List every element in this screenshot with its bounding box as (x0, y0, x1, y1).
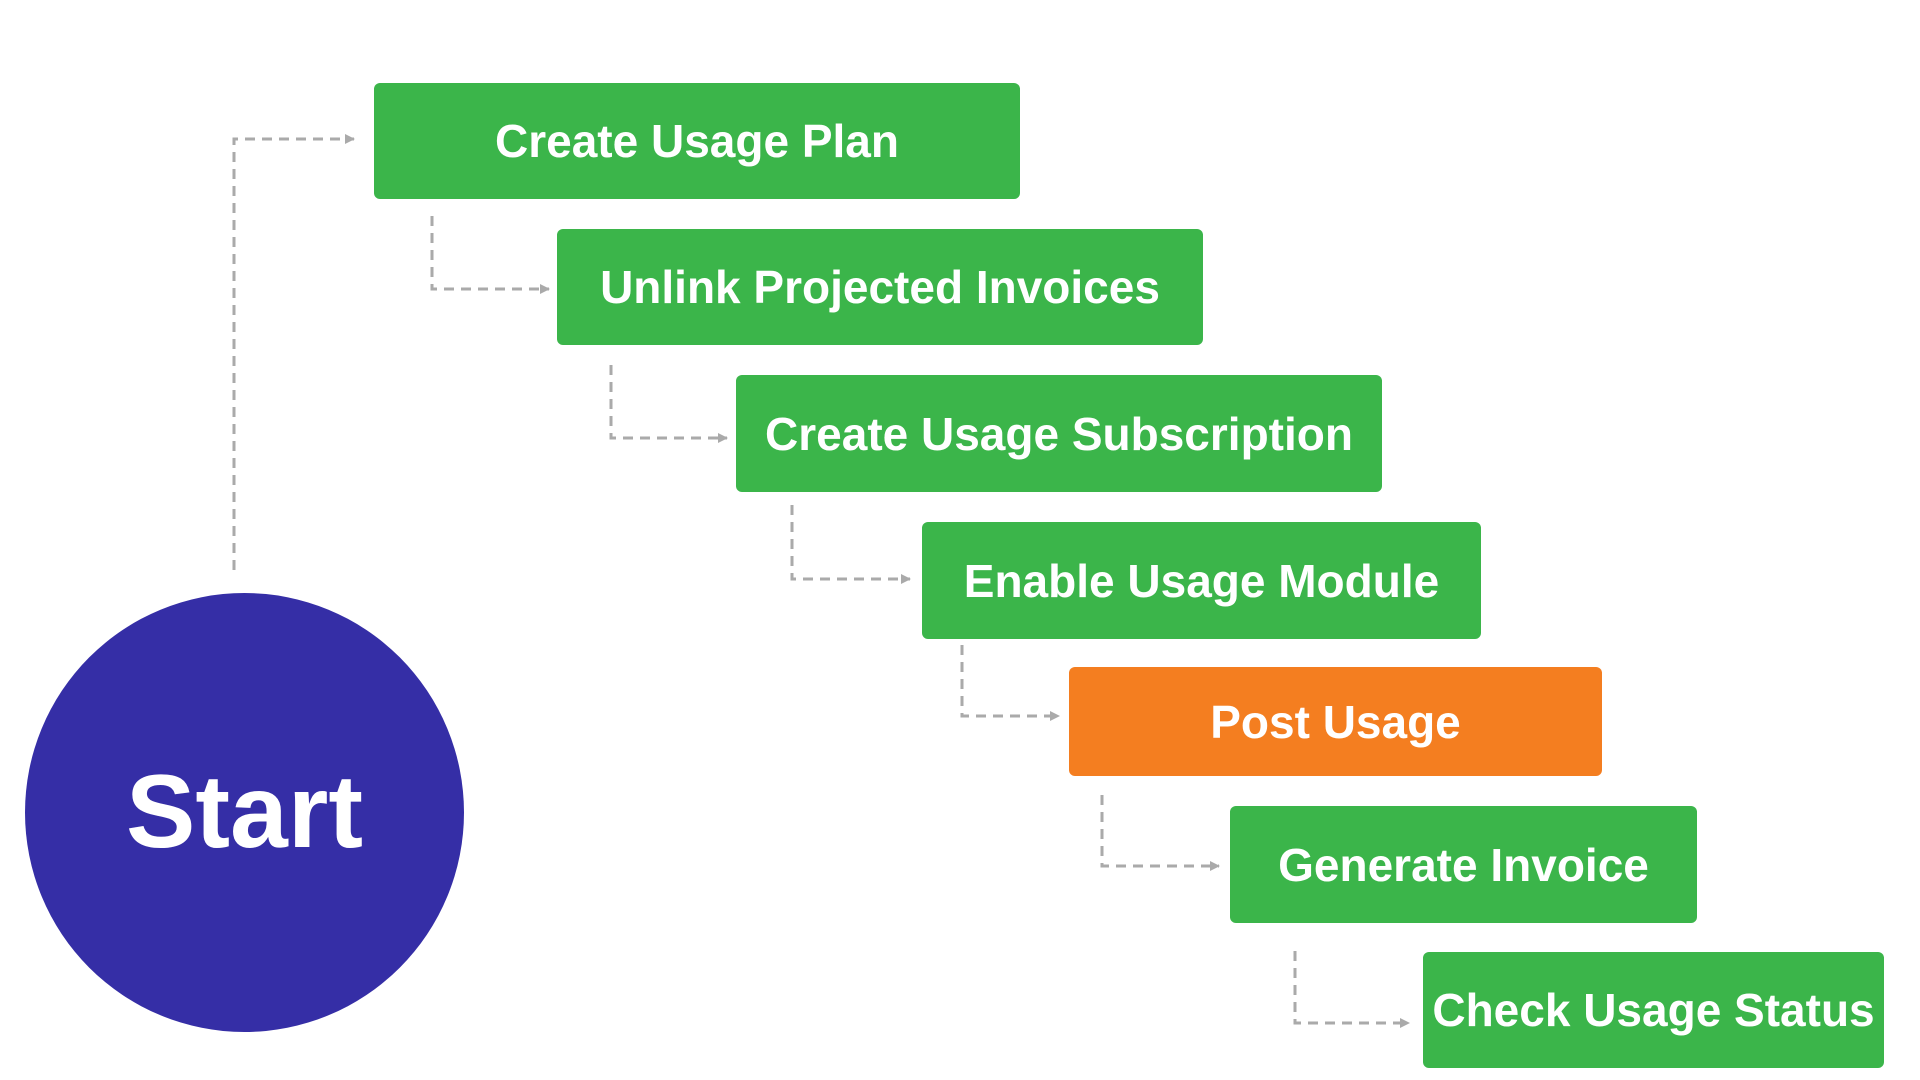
step-generate-invoice: Generate Invoice (1230, 806, 1697, 923)
step-check-usage-status: Check Usage Status (1423, 952, 1884, 1068)
step-post-usage: Post Usage (1069, 667, 1602, 776)
connector-to-create-usage-subscription (609, 365, 728, 443)
start-node: Start (25, 593, 464, 1032)
connector-start-to-create-usage-plan (232, 134, 355, 570)
step-unlink-projected-invoices: Unlink Projected Invoices (557, 229, 1203, 345)
connector-to-unlink-projected-invoices (430, 216, 550, 294)
connector-to-check-usage-status (1293, 951, 1410, 1028)
step-create-usage-subscription: Create Usage Subscription (736, 375, 1382, 492)
connector-to-post-usage (960, 645, 1060, 721)
step-create-usage-plan: Create Usage Plan (374, 83, 1020, 199)
connector-to-generate-invoice (1100, 795, 1220, 871)
step-enable-usage-module: Enable Usage Module (922, 522, 1481, 639)
connector-to-enable-usage-module (790, 505, 911, 584)
